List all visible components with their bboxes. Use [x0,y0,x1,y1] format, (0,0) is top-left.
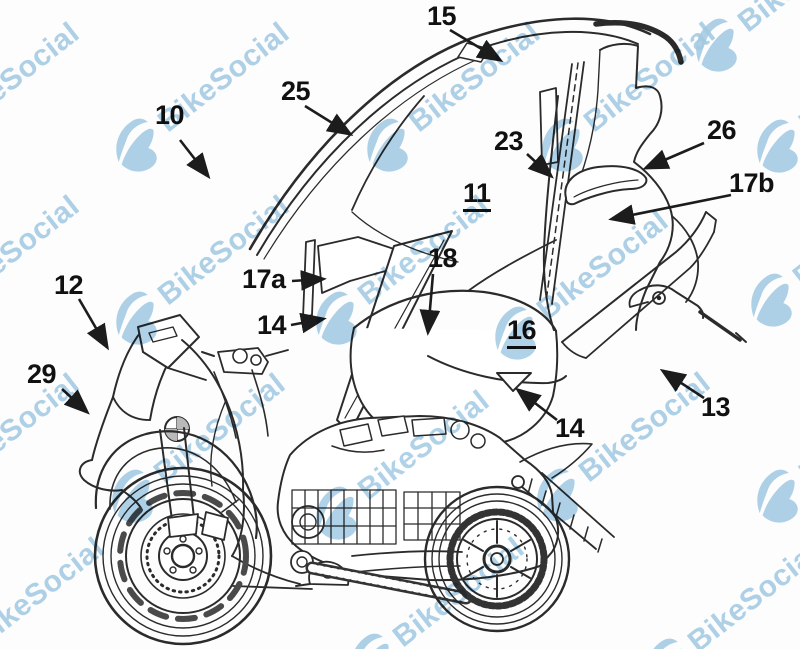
brake-disc [140,513,226,599]
side-panel-top [561,211,707,343]
fender-stay [221,499,239,513]
roof-arc-edge [263,58,479,260]
ref-label-23: 23 [494,126,524,156]
intake-body-2 [470,433,486,449]
engine-top-parts [339,415,447,447]
side-stand-pedal [295,583,311,587]
canopy-lower-edge [427,355,567,385]
ref-label-18: 18 [428,243,458,273]
canopy-assembly [248,17,747,446]
front-rim [125,498,241,614]
rear-wheel [423,485,571,633]
front-fender-outer [94,430,258,540]
ref-label-10: 10 [155,100,185,130]
mirror-housing [137,314,200,369]
wheel-slots [117,490,249,622]
bracket-bolt [652,291,666,305]
pillar-body-right [599,42,674,331]
leader-17b [608,193,732,225]
windscreen-inner-line [351,95,425,211]
seat-top [352,289,558,333]
rear-strut-tip [735,332,747,343]
ref-label-14-bottom: 14 [555,413,585,443]
pillar-body-inner [579,49,601,179]
leader-29 [61,388,90,415]
leader-14a [290,312,327,334]
ref-label-16: 16 [507,317,537,349]
front-pulley-center [296,556,308,568]
pillar-strip-left [539,63,573,301]
console-edge [467,239,557,292]
ref-label-15: 15 [427,1,457,31]
rear-bracket-hook [628,289,649,308]
leader-13 [659,368,705,400]
side-panel-edge [561,211,717,359]
leader-14b [514,387,558,422]
leader-10 [178,139,211,180]
front-axle [170,543,196,569]
mirror-arm [167,367,207,381]
legshield-edge [181,339,245,557]
belt-pulley [456,518,538,600]
rear-axle [490,552,504,566]
interior-line [351,211,459,263]
grab-handle-line [573,179,639,198]
leader-12 [77,298,109,351]
bracket-bolt-center [656,295,662,301]
battery-grid-2 [403,491,461,541]
rear-strut [698,310,742,342]
grip [201,351,215,357]
front-wheel [93,466,273,646]
leader-18 [419,273,441,336]
pillar-strip-dashes [545,62,579,303]
leader-26 [642,141,705,170]
throttle-cap [232,348,248,364]
bmw-roundel-fill [165,417,189,441]
leader-arrows [61,28,732,422]
brake-caliper [201,511,229,541]
ref-label-17b: 17b [729,168,775,198]
rear-hub [482,544,512,574]
ref-label-12: 12 [54,270,84,300]
roof-tip-thick [593,20,684,65]
fork-leg [159,427,195,521]
steering-column [213,369,269,439]
leader-23 [526,153,554,179]
front-apron [91,396,114,461]
roof-arc-inner [256,30,639,256]
rear-shell-edge [671,215,699,303]
ref-label-25: 25 [281,76,311,106]
intake-tube [331,445,385,453]
pulley-spokes [463,520,531,598]
fork-clamp [167,513,199,538]
windscreen-bottom [112,396,151,421]
intake-body [450,420,470,440]
side-panel-bottom [585,231,715,359]
bar-end [250,354,262,366]
sill-line [231,555,313,590]
leader-17a [291,270,327,291]
leader-15 [449,28,504,63]
crank-cover-center [299,513,317,531]
ref-label-26: 26 [707,115,737,145]
mount-foot [496,372,532,392]
belt-pulley-teeth [446,508,548,610]
ref-label-11: 11 [463,180,491,212]
roof-notch [457,42,490,63]
body-inner-curve [210,399,227,487]
brake-lever [265,349,289,357]
ref-label-13: 13 [701,392,731,422]
ref-label-14-left: 14 [257,310,287,340]
ref-label-17a: 17a [242,264,286,294]
roof-arc-outer [248,17,652,251]
ref-label-29: 29 [27,359,57,389]
leader-25 [304,104,354,137]
drive-belt [305,561,473,605]
